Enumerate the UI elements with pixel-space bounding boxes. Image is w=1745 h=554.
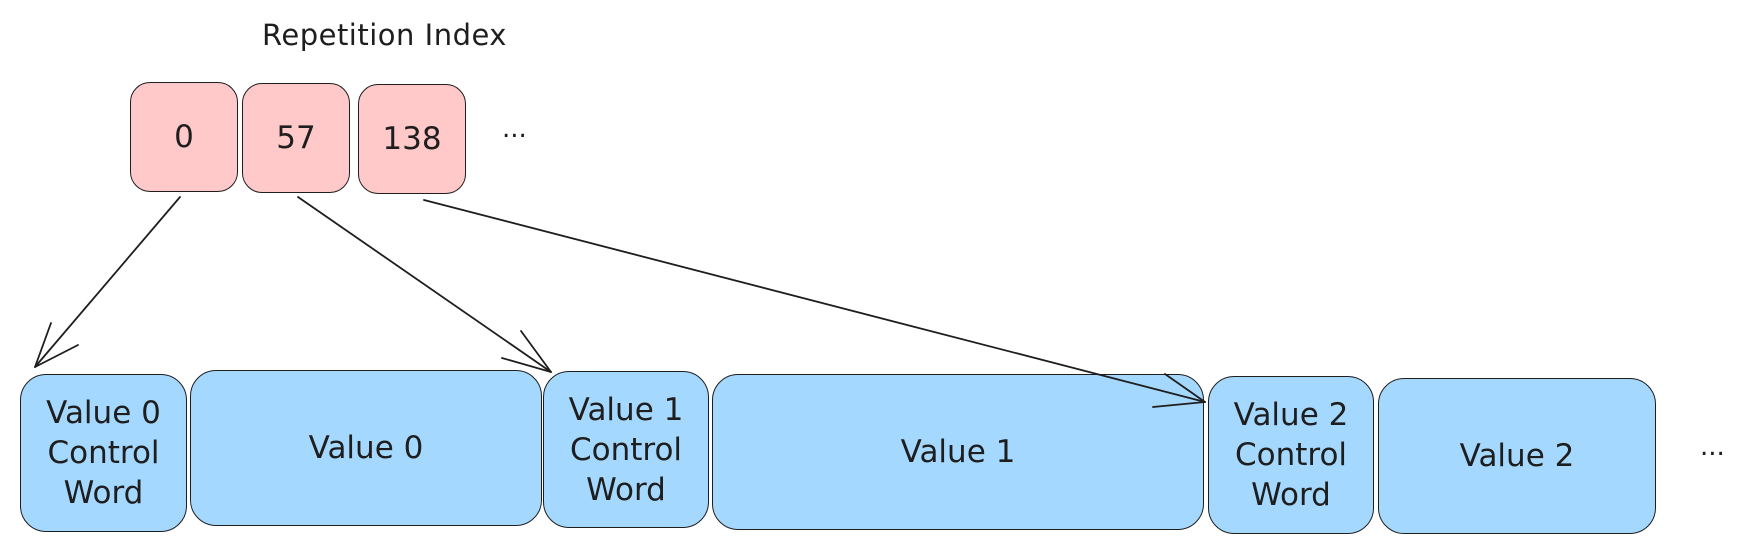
value-1: Value 1 (712, 374, 1204, 530)
arrow-index-0-to-value-0 (34, 196, 181, 368)
value-box-label: Value 2 Control Word (1233, 397, 1349, 513)
value-box-label: Value 1 (900, 434, 1016, 470)
value-1-control-word: Value 1 Control Word (543, 371, 709, 528)
index-entry-label: 0 (174, 119, 194, 155)
diagram-title: Repetition Index (262, 18, 507, 52)
index-ellipsis: ... (502, 114, 527, 144)
index-entry-label: 138 (382, 121, 442, 157)
arrow-index-57-to-value-1 (297, 196, 552, 373)
value-2-control-word: Value 2 Control Word (1208, 376, 1374, 534)
value-box-label: Value 2 (1459, 438, 1575, 474)
values-ellipsis: ... (1700, 432, 1725, 462)
value-0: Value 0 (190, 370, 542, 526)
value-box-label: Value 1 Control Word (568, 391, 684, 508)
index-entry-label: 57 (276, 120, 316, 156)
value-box-label: Value 0 (308, 430, 424, 466)
value-2: Value 2 (1378, 378, 1656, 534)
value-0-control-word: Value 0 Control Word (20, 374, 187, 532)
index-entry-138: 138 (358, 84, 466, 194)
index-entry-0: 0 (130, 82, 238, 192)
value-box-label: Value 0 Control Word (46, 395, 161, 511)
index-entry-57: 57 (242, 83, 350, 193)
